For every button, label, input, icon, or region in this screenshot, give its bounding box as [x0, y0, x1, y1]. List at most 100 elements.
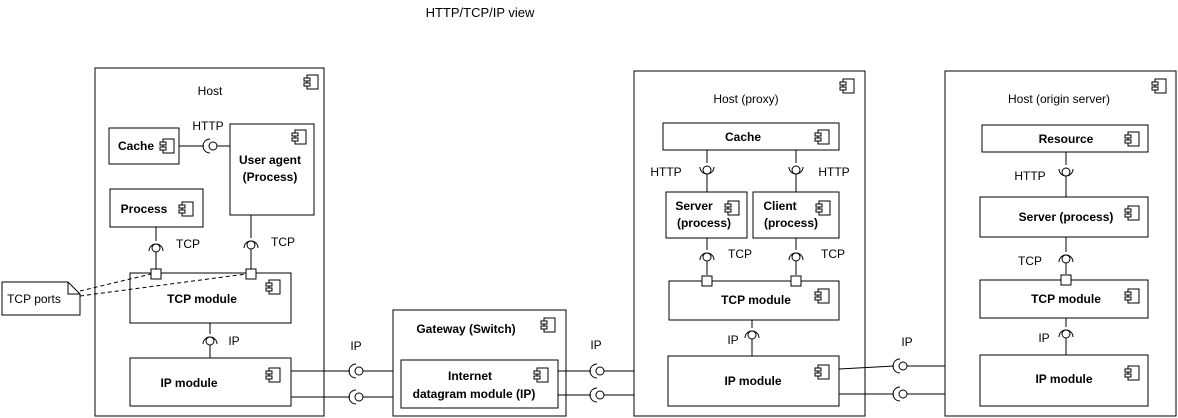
component-icon — [159, 138, 175, 154]
tcp-interface-label: TCP — [271, 235, 295, 249]
component-icon — [291, 129, 307, 145]
note-fold — [67, 282, 80, 295]
socket-required-interface-icon — [589, 387, 598, 403]
socket-required-interface-icon — [892, 386, 901, 402]
resource-label: Resource — [1039, 132, 1094, 146]
tcp-ports-note[interactable] — [1, 281, 81, 316]
socket-required-interface-icon — [348, 389, 357, 405]
lollipop-provided-interface-icon — [1061, 329, 1071, 339]
user-agent-label-line1: User agent — [239, 153, 301, 167]
lollipop-provided-interface-icon — [702, 165, 712, 175]
lollipop-provided-interface-icon — [898, 389, 908, 399]
component-icon — [265, 367, 281, 383]
component-icon — [814, 288, 830, 304]
lollipop-provided-interface-icon — [354, 366, 364, 376]
lollipop-provided-interface-icon — [791, 252, 801, 262]
component-icon — [1151, 78, 1167, 94]
lollipop-provided-interface-icon — [354, 392, 364, 402]
ip-interface-label: IP — [228, 334, 239, 348]
origin-tcp-module[interactable] — [979, 279, 1149, 319]
tcp-ports-note-text: TCP ports — [7, 292, 61, 306]
lollipop-provided-interface-icon — [205, 336, 215, 346]
component-icon — [1124, 131, 1140, 147]
lollipop-provided-interface-icon — [208, 141, 218, 151]
internet-datagram-module[interactable] — [400, 359, 559, 409]
component-icon — [303, 74, 319, 90]
component-icon — [1124, 205, 1140, 221]
ip-module-label: IP module — [160, 376, 217, 390]
origin-host-label: Host (origin server) — [1008, 92, 1110, 106]
ip-link-label: IP — [901, 335, 912, 349]
proxy-client-label-line1: Client — [763, 199, 796, 213]
proxy-host-label: Host (proxy) — [713, 92, 778, 106]
note-anchor-line — [79, 273, 152, 292]
port-square-icon — [150, 268, 162, 280]
origin-server-label: Server (process) — [1019, 210, 1114, 224]
lollipop-provided-interface-icon — [595, 390, 605, 400]
proxy-cache-component[interactable] — [662, 122, 840, 151]
resource-component[interactable] — [981, 124, 1149, 153]
internet-datagram-label-line1: Internet — [448, 369, 492, 383]
host-cache-label: Cache — [118, 139, 154, 153]
origin-ip-module-label: IP module — [1035, 372, 1092, 386]
component-icon — [540, 317, 556, 333]
user-agent-label-line2: (Process) — [243, 170, 298, 184]
tcp-interface-label: TCP — [176, 237, 200, 251]
component-icon — [814, 129, 830, 145]
component-icon — [265, 279, 281, 295]
diagram-title: HTTP/TCP/IP view — [426, 5, 535, 20]
lollipop-provided-interface-icon — [246, 240, 256, 250]
http-interface-label: HTTP — [650, 165, 681, 179]
component-icon — [839, 78, 855, 94]
lollipop-provided-interface-icon — [898, 361, 908, 371]
component-icon — [814, 364, 830, 380]
origin-server-component[interactable] — [979, 196, 1149, 238]
link-line — [838, 365, 895, 370]
port-square-icon — [245, 268, 257, 280]
gateway-label: Gateway (Switch) — [416, 322, 515, 336]
proxy-server-label-line2: (process) — [677, 216, 731, 230]
lollipop-provided-interface-icon — [1061, 167, 1071, 177]
http-interface-label: HTTP — [818, 165, 849, 179]
component-icon — [178, 201, 194, 217]
http-interface-label: HTTP — [192, 119, 223, 133]
component-icon — [1124, 365, 1140, 381]
http-interface-label: HTTP — [1014, 169, 1045, 183]
lollipop-provided-interface-icon — [747, 330, 757, 340]
socket-required-interface-icon — [202, 138, 211, 154]
component-icon — [724, 200, 740, 216]
tcp-interface-label: TCP — [821, 247, 845, 261]
tcp-interface-label: TCP — [1018, 254, 1042, 268]
proxy-ip-module[interactable] — [667, 355, 840, 407]
ip-link-label: IP — [590, 338, 601, 352]
component-icon — [533, 367, 549, 383]
port-square-icon — [1060, 274, 1072, 286]
origin-tcp-module-label: TCP module — [1031, 292, 1101, 306]
proxy-tcp-module-label: TCP module — [721, 293, 791, 307]
origin-ip-module[interactable] — [979, 354, 1149, 407]
ip-interface-label: IP — [1038, 331, 1049, 345]
socket-required-interface-icon — [892, 358, 901, 374]
port-square-icon — [790, 275, 802, 287]
component-icon — [1124, 288, 1140, 304]
socket-required-interface-icon — [589, 363, 598, 379]
lollipop-provided-interface-icon — [1061, 254, 1071, 264]
internet-datagram-label-line2: datagram module (IP) — [413, 387, 536, 401]
lollipop-provided-interface-icon — [595, 366, 605, 376]
proxy-client-label-line2: (process) — [764, 216, 818, 230]
ip-module-component[interactable] — [129, 357, 292, 407]
ip-interface-label: IP — [727, 333, 738, 347]
socket-required-interface-icon — [348, 363, 357, 379]
ip-link-label: IP — [350, 339, 361, 353]
proxy-ip-module-label: IP module — [724, 374, 781, 388]
component-icon — [815, 200, 831, 216]
lollipop-provided-interface-icon — [151, 243, 161, 253]
proxy-tcp-module[interactable] — [668, 280, 840, 321]
host-label: Host — [198, 84, 223, 98]
lollipop-provided-interface-icon — [702, 252, 712, 262]
port-square-icon — [701, 275, 713, 287]
proxy-cache-label: Cache — [725, 130, 761, 144]
process-label: Process — [121, 202, 168, 216]
tcp-interface-label: TCP — [728, 247, 752, 261]
